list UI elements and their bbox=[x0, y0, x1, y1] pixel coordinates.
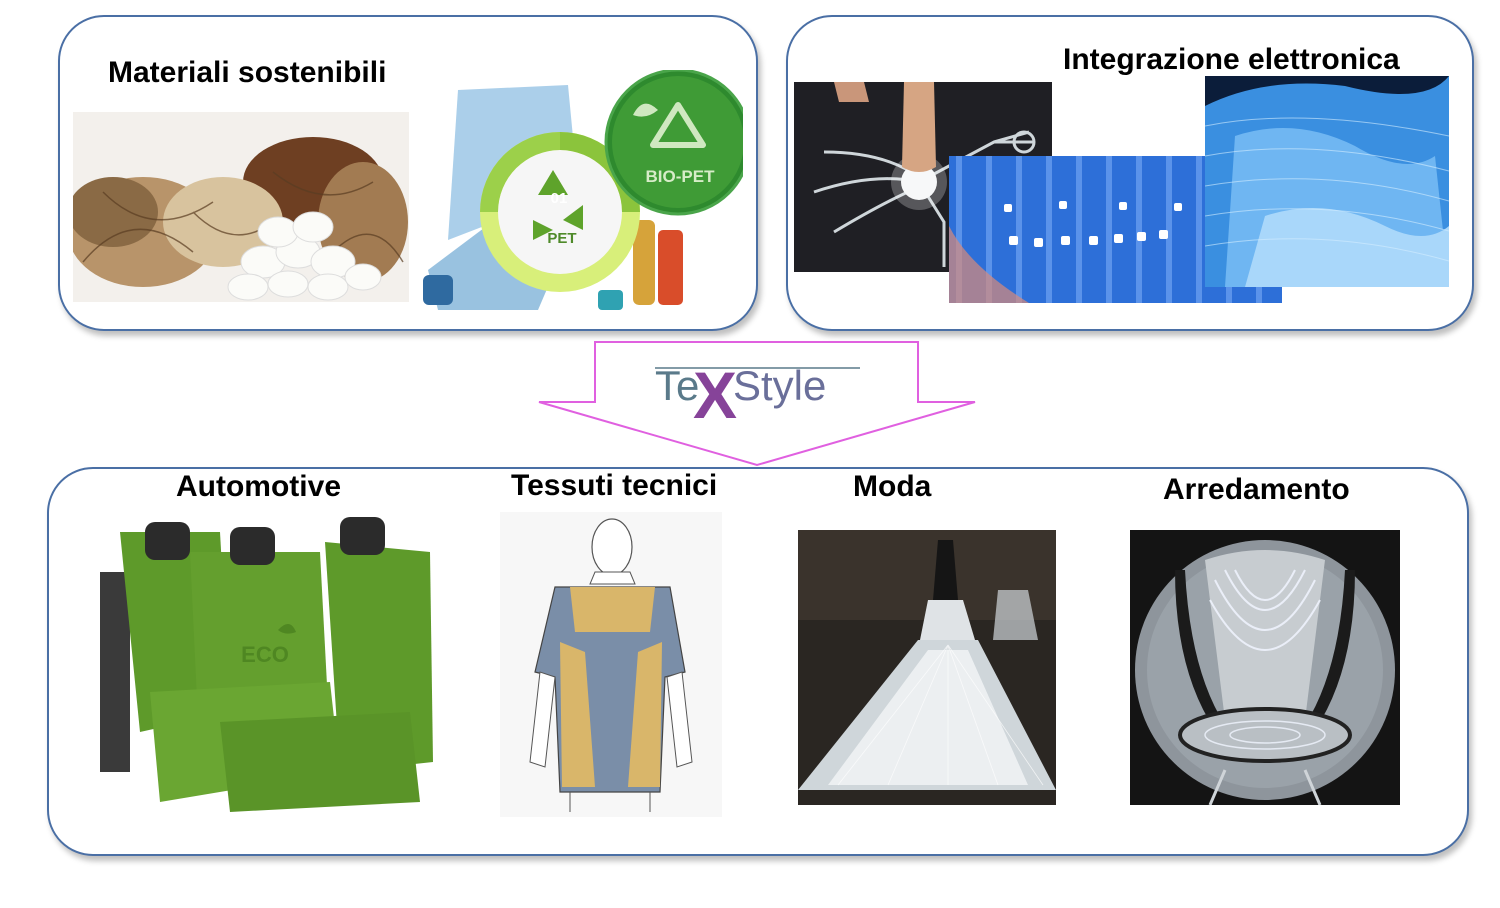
texstyle-logo: Te X Style bbox=[655, 350, 865, 430]
illuminated-chair-image bbox=[1130, 530, 1400, 805]
technical-textiles-title: Tessuti tecnici bbox=[511, 469, 718, 502]
electronic-integration-title: Integrazione elettronica bbox=[1063, 43, 1400, 76]
fiber-optic-gown-image bbox=[798, 530, 1056, 805]
logo-text-style: Style bbox=[733, 362, 826, 409]
automotive-title: Automotive bbox=[176, 470, 341, 503]
biopet-badge-label: BIO-PET bbox=[646, 167, 716, 186]
sustainable-materials-title: Materiali sostenibili bbox=[108, 56, 387, 89]
furnishing-title: Arredamento bbox=[1163, 473, 1350, 506]
fashion-title: Moda bbox=[853, 470, 932, 503]
logo-text-x: X bbox=[693, 358, 737, 430]
natural-fibers-image bbox=[73, 112, 409, 302]
logo-text-te: Te bbox=[655, 362, 699, 409]
flow-arrow bbox=[538, 341, 976, 467]
pet-bottles-image: 01 PET BIO-PET bbox=[418, 70, 743, 315]
eco-car-seats-image: ECO bbox=[100, 512, 433, 817]
eco-seat-logo: ECO bbox=[241, 642, 289, 667]
pet-badge-label: PET bbox=[547, 230, 576, 247]
fiber-optic-fabric-image bbox=[1205, 76, 1449, 287]
tech-shirt-sketch-image bbox=[500, 512, 722, 817]
pet-number-label: 01 bbox=[551, 190, 568, 207]
